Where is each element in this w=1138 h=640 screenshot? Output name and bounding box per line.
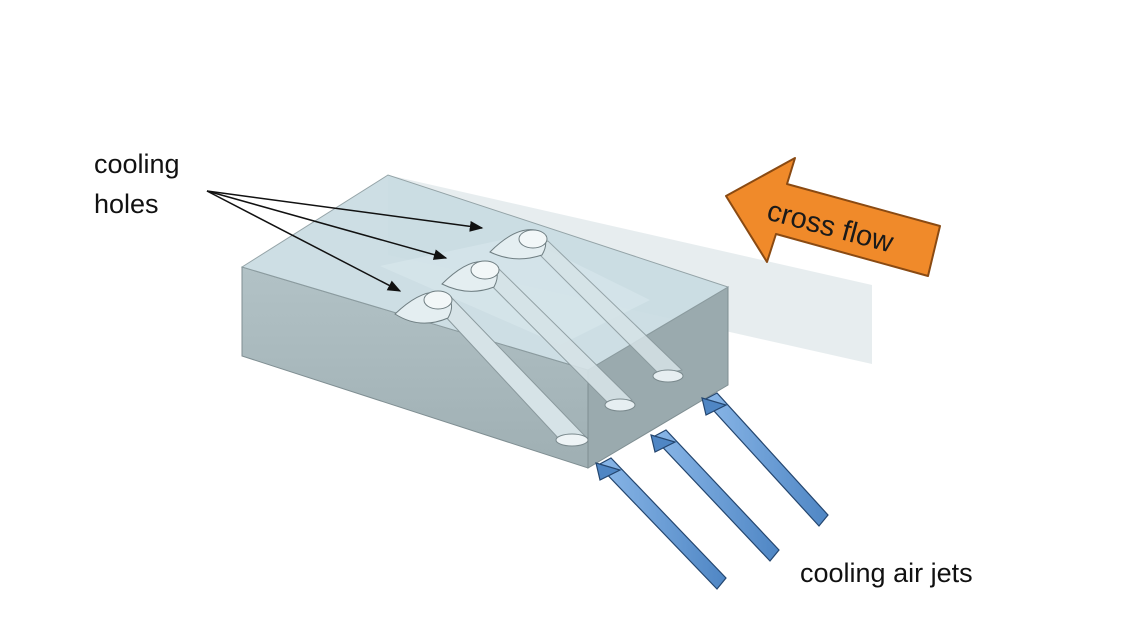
cooling-hole-exits [394, 229, 548, 324]
air-jet-arrows [595, 392, 829, 590]
cooling-holes-label: cooling holes [94, 144, 234, 224]
cooling-air-jets-label: cooling air jets [800, 558, 973, 588]
air-jet-arrow [701, 392, 829, 527]
cooling-holes-pointers [206, 190, 484, 292]
cooling-hole-exit [394, 290, 453, 324]
pointer-line [206, 190, 484, 232]
cooling-holes-label-line2: holes [94, 189, 159, 219]
cooling-hole-exit [441, 260, 500, 292]
cooling-hole-channels [429, 240, 684, 447]
cooling-hole-exit [489, 229, 548, 260]
pointer-line [206, 190, 402, 292]
pointer-line [206, 190, 448, 260]
air-jet-arrow [595, 457, 727, 590]
cooling-holes-label-line1: cooling [94, 149, 180, 179]
cross-flow-arrow [725, 157, 941, 277]
air-jet-arrow [650, 429, 780, 562]
